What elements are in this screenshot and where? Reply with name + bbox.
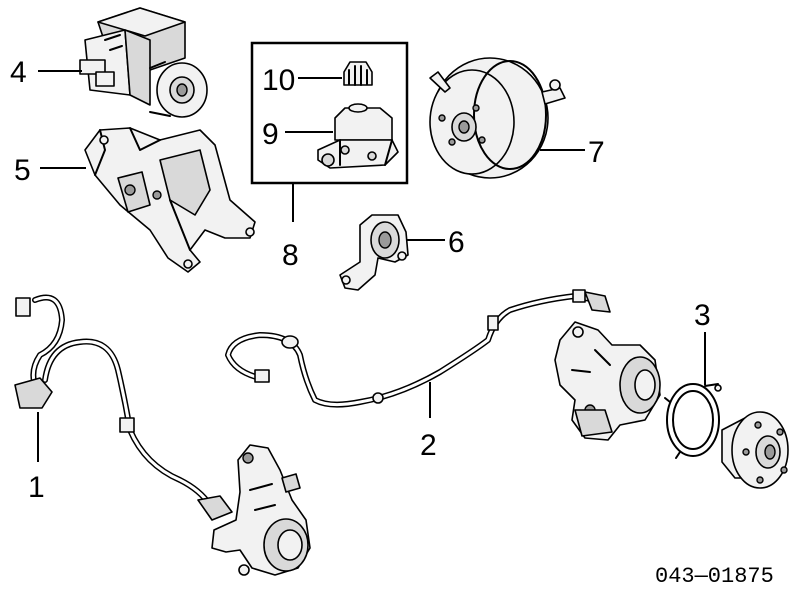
- wheel-hub: [721, 411, 789, 489]
- callout-10: 10: [262, 64, 295, 97]
- callout-9: 9: [262, 118, 279, 151]
- callout-2: 2: [420, 429, 437, 462]
- rear-abs-sensor-harness: [225, 289, 611, 408]
- booster-mount: [339, 214, 409, 291]
- mounting-bracket: [84, 127, 256, 273]
- abs-hydraulic-unit: [79, 7, 208, 118]
- rear-knuckle: [554, 321, 661, 441]
- master-cylinder: [317, 103, 399, 169]
- callout-6: 6: [448, 226, 465, 259]
- master-cylinder-group-box: [250, 41, 409, 185]
- callout-8: 8: [282, 239, 299, 272]
- callout-5: 5: [14, 154, 31, 187]
- diagram-reference-code: 043—01875: [655, 564, 774, 589]
- brake-booster: [429, 57, 566, 179]
- callout-4: 4: [10, 56, 27, 89]
- callout-3: 3: [694, 299, 711, 332]
- front-abs-sensor-harness: [14, 294, 233, 521]
- callout-1: 1: [28, 471, 45, 504]
- callout-7: 7: [588, 136, 605, 169]
- abs-tone-ring: [664, 383, 722, 459]
- reservoir-cap: [343, 61, 373, 86]
- front-steering-knuckle: [211, 444, 311, 576]
